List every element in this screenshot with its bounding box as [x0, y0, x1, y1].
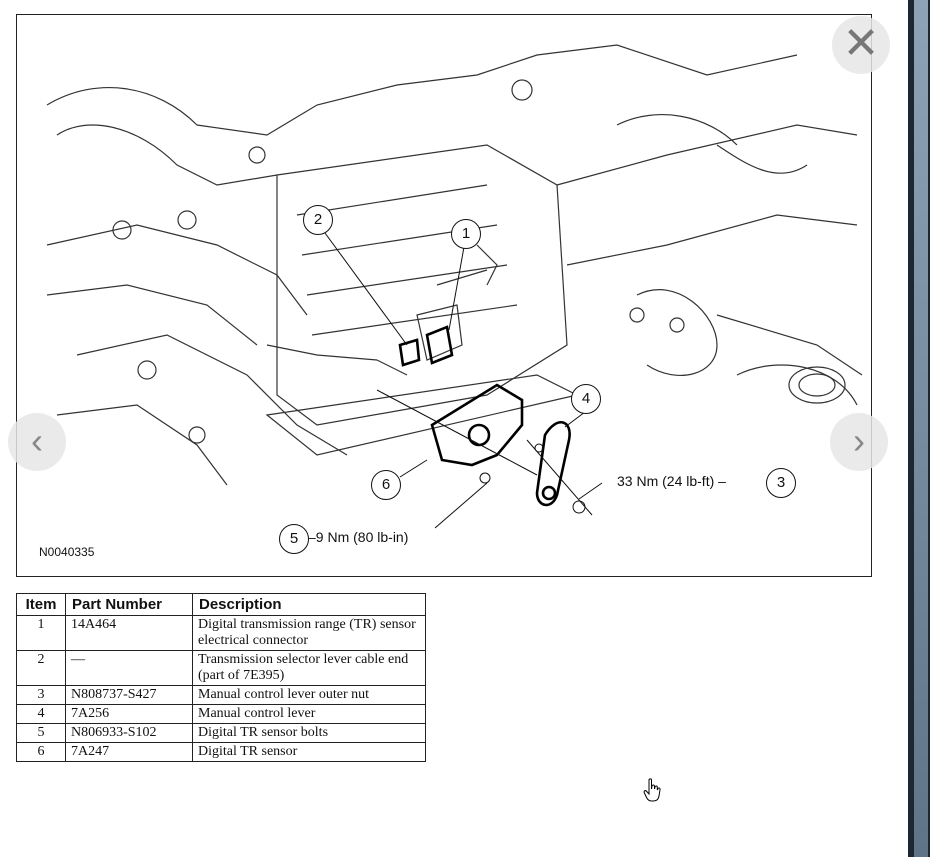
transmission-illustration: [46, 44, 863, 529]
torque-text-3: 33 Nm (24 lb-ft): [617, 473, 715, 489]
table-row: 4 7A256 Manual control lever: [16, 704, 426, 724]
cell-item: 4: [16, 704, 66, 724]
parts-table: Item Part Number Description 1 14A464 Di…: [16, 593, 426, 762]
cell-item: 5: [16, 723, 66, 743]
cell-part-number: 7A256: [65, 704, 193, 724]
cell-description: Transmission selector lever cable end (p…: [192, 650, 426, 686]
header-description: Description: [192, 593, 426, 616]
callout-3: 3: [766, 468, 796, 498]
cell-description: Manual control lever: [192, 704, 426, 724]
callout-5: 5: [279, 524, 309, 554]
callout-2: 2: [303, 205, 333, 235]
torque-text-5: 9 Nm (80 lb-in): [315, 529, 409, 545]
scrollbar-thumb[interactable]: [914, 0, 928, 857]
cell-item: 1: [16, 615, 66, 651]
transmission-diagram: 2 1 4 6 3 5 33 Nm (24 lb-ft) – –9 Nm (80…: [16, 14, 872, 577]
cell-part-number: N806933-S102: [65, 723, 193, 743]
cell-description: Digital TR sensor: [192, 742, 426, 762]
cell-description: Manual control lever outer nut: [192, 685, 426, 705]
callout-1: 1: [451, 219, 481, 249]
table-header-row: Item Part Number Description: [16, 593, 426, 616]
callout-4: 4: [571, 384, 601, 414]
next-image-button[interactable]: ›: [830, 413, 888, 471]
header-item: Item: [16, 593, 66, 616]
cell-description: Digital TR sensor bolts: [192, 723, 426, 743]
table-row: 1 14A464 Digital transmission range (TR)…: [16, 615, 426, 651]
previous-image-button[interactable]: ‹: [8, 413, 66, 471]
cell-item: 6: [16, 742, 66, 762]
cell-description: Digital transmission range (TR) sensor e…: [192, 615, 426, 651]
close-icon: ✕: [842, 19, 880, 68]
torque-label-5: –9 Nm (80 lb-in): [308, 529, 409, 545]
cell-item: 3: [16, 685, 66, 705]
figure-id: N0040335: [39, 545, 95, 559]
cell-part-number: —: [65, 650, 193, 686]
cell-part-number: N808737-S427: [65, 685, 193, 705]
hand-cursor-icon: [643, 778, 661, 802]
chevron-right-icon: ›: [853, 420, 865, 461]
scrollbar[interactable]: [908, 0, 930, 857]
chevron-left-icon: ‹: [31, 420, 43, 461]
table-row: 3 N808737-S427 Manual control lever oute…: [16, 685, 426, 705]
callout-6: 6: [371, 470, 401, 500]
header-part-number: Part Number: [65, 593, 193, 616]
torque-label-3: 33 Nm (24 lb-ft) –: [617, 473, 726, 489]
table-row: 6 7A247 Digital TR sensor: [16, 742, 426, 762]
close-button[interactable]: ✕: [832, 16, 890, 74]
table-row: 2 — Transmission selector lever cable en…: [16, 650, 426, 686]
table-row: 5 N806933-S102 Digital TR sensor bolts: [16, 723, 426, 743]
cell-part-number: 14A464: [65, 615, 193, 651]
cell-part-number: 7A247: [65, 742, 193, 762]
cell-item: 2: [16, 650, 66, 686]
